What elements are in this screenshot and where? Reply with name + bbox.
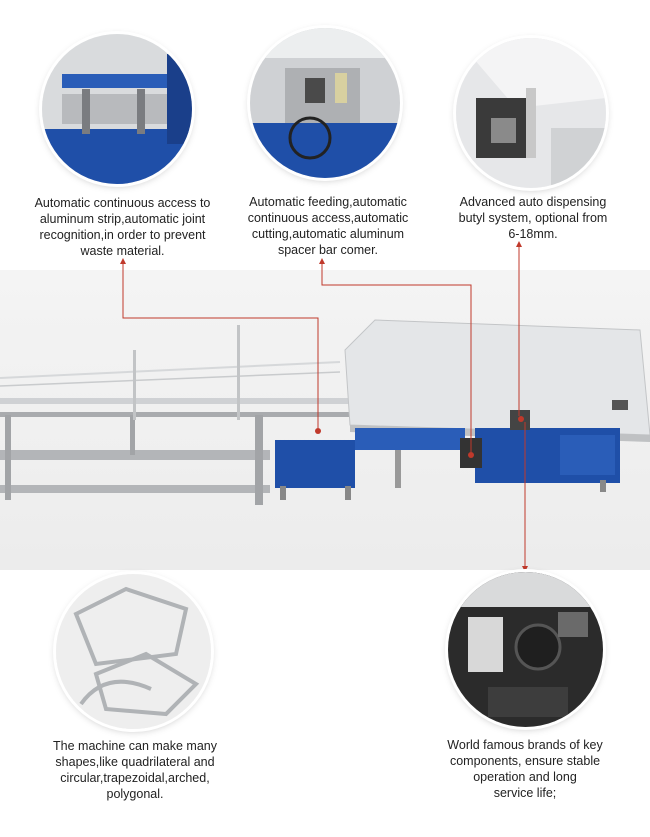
feature-photo-feeding xyxy=(250,28,400,178)
feature-photo-shapes xyxy=(56,574,211,729)
feature-caption-strip-access: Automatic continuous access to aluminum … xyxy=(34,196,211,258)
feature-caption-dispensing: Advanced auto dispensing butyl system, o… xyxy=(458,195,608,241)
feature-photo-components xyxy=(448,572,603,727)
machine-illustration xyxy=(0,319,650,505)
feature-caption-feeding: Automatic feeding,automatic continuous a… xyxy=(247,195,409,257)
feature-caption-shapes: The machine can make many shapes,like qu… xyxy=(53,739,217,801)
feature-photo-dispensing xyxy=(456,38,606,188)
feature-photo-strip-access xyxy=(42,34,192,184)
feature-caption-components: World famous brands of key components, e… xyxy=(447,738,603,800)
